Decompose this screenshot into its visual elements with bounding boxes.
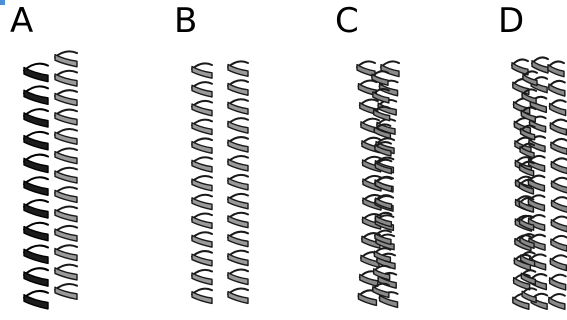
helix (548, 61, 567, 309)
helix-front-ribbon (513, 82, 529, 94)
helix-front-ribbon (550, 278, 566, 290)
helix-front-ribbon (548, 65, 564, 77)
helix-front-ribbon (55, 171, 77, 183)
helix-front-ribbon (192, 104, 212, 116)
helix-front-ribbon (228, 65, 248, 77)
helix (528, 57, 548, 309)
helix-front-ribbon (192, 123, 212, 135)
helix-front-ribbon (24, 249, 48, 263)
helix-front-ribbon (55, 248, 77, 260)
helix-front-ribbon (551, 220, 567, 232)
helix-front-ribbon (24, 90, 48, 104)
helix-front-ribbon (228, 235, 248, 247)
helix-front-ribbon (192, 254, 212, 266)
helix-front-ribbon (550, 258, 566, 270)
helix-front-ribbon (55, 268, 77, 280)
helix-front-ribbon (228, 140, 248, 152)
helix-front-ribbon (523, 74, 537, 85)
helix-front-ribbon (24, 272, 48, 286)
helix (228, 61, 248, 303)
helix-front-ribbon (192, 160, 212, 172)
helix-front-ribbon (228, 83, 248, 95)
helix-front-ribbon (551, 142, 567, 154)
panel-a-helices (24, 51, 77, 309)
helix-front-ribbon (55, 55, 77, 67)
helix-front-ribbon (373, 287, 389, 298)
helix-front-ribbon (228, 254, 248, 266)
helix-front-ribbon (549, 297, 565, 309)
helix-front-ribbon (55, 287, 77, 299)
helix-front-ribbon (55, 210, 77, 222)
helix-front-ribbon (24, 227, 48, 241)
helix-front-ribbon (24, 136, 48, 150)
helix-front-ribbon (192, 179, 212, 191)
helix-front-ribbon (358, 293, 376, 305)
helix-front-ribbon (55, 190, 77, 202)
helix-front-ribbon (192, 66, 212, 78)
helix (24, 64, 48, 309)
helix-front-ribbon (550, 123, 566, 135)
helix-front-ribbon (192, 217, 212, 229)
helix-front-ribbon (24, 295, 48, 309)
helix-front-ribbon (55, 152, 77, 164)
helix-front-ribbon (24, 113, 48, 127)
helix-front-ribbon (372, 74, 388, 85)
helix-front-ribbon (192, 142, 212, 154)
helix-front-ribbon (192, 85, 212, 97)
helix-front-ribbon (55, 74, 77, 86)
helix-front-ribbon (551, 162, 567, 174)
helix-front-ribbon (192, 273, 212, 285)
helix-front-ribbon (24, 158, 48, 172)
helix-front-ribbon (550, 103, 566, 115)
helix-front-ribbon (24, 67, 48, 81)
helix-front-ribbon (192, 292, 212, 304)
helix-front-ribbon (228, 102, 248, 114)
helix-front-ribbon (228, 178, 248, 190)
helix-front-ribbon (192, 198, 212, 210)
helix-front-ribbon (192, 235, 212, 247)
helix-front-ribbon (55, 93, 77, 105)
helix-front-ribbon (55, 132, 77, 144)
helix-front-ribbon (552, 200, 567, 212)
panel-d-helices (512, 57, 567, 309)
helix-front-ribbon (228, 197, 248, 209)
helix-front-ribbon (55, 229, 77, 241)
helix (192, 63, 212, 303)
helix-front-ribbon (373, 92, 389, 103)
helix-front-ribbon (522, 291, 536, 302)
helix (55, 51, 77, 299)
helix-front-ribbon (228, 273, 248, 285)
helix-front-ribbon (374, 269, 390, 280)
panel-c-helices (357, 61, 399, 307)
helix-front-ribbon (228, 121, 248, 133)
helix-front-ribbon (24, 204, 48, 218)
helix-front-ribbon (24, 181, 48, 195)
helix-front-ribbon (55, 113, 77, 125)
helix-front-ribbon (228, 216, 248, 228)
helix-front-ribbon (228, 159, 248, 171)
helix-front-ribbon (360, 274, 378, 286)
helix-front-ribbon (551, 239, 567, 251)
panel-b-helices (192, 61, 248, 303)
helix-front-ribbon (552, 181, 567, 193)
helix-front-ribbon (228, 292, 248, 304)
helix-front-ribbon (549, 84, 565, 96)
